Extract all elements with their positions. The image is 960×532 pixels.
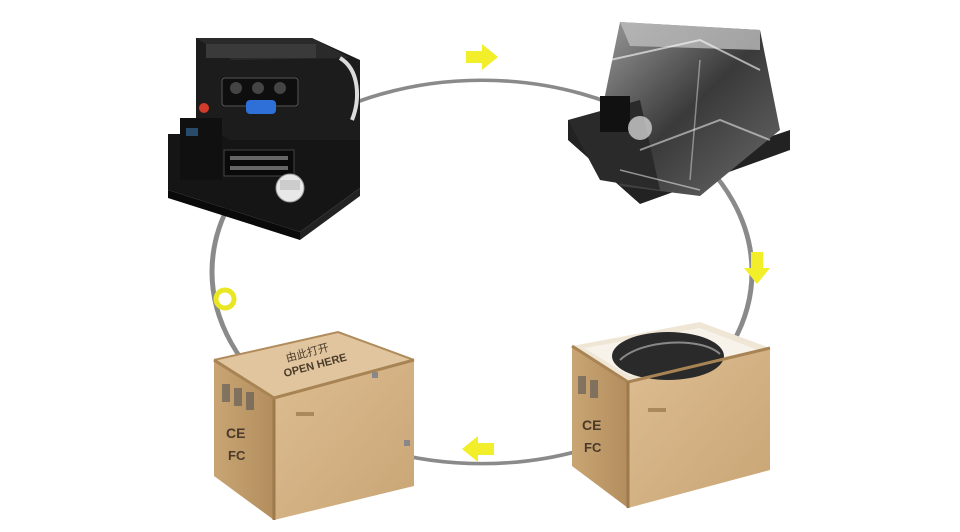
fcc-mark: FC <box>584 440 602 455</box>
open-wooden-crate-icon: CE FC <box>572 322 770 508</box>
arrow-down-icon <box>744 252 770 284</box>
plastic-wrapped-printer-icon <box>568 22 790 204</box>
ce-mark: CE <box>582 417 601 433</box>
handling-symbol-icon <box>590 380 598 398</box>
arrow-left-icon <box>462 436 494 462</box>
arrow-right-icon <box>466 44 498 70</box>
ce-mark: CE <box>226 425 245 441</box>
start-marker-icon <box>216 290 234 308</box>
fcc-mark: FC <box>228 448 246 463</box>
closed-wooden-crate-icon: 由此打开 OPEN HERE CE FC <box>214 332 414 520</box>
handling-symbol-icon <box>578 376 586 394</box>
handling-symbol-icon <box>222 384 230 402</box>
uv-printer-icon <box>168 38 360 240</box>
handling-symbol-icon <box>234 388 242 406</box>
handling-symbol-icon <box>246 392 254 410</box>
